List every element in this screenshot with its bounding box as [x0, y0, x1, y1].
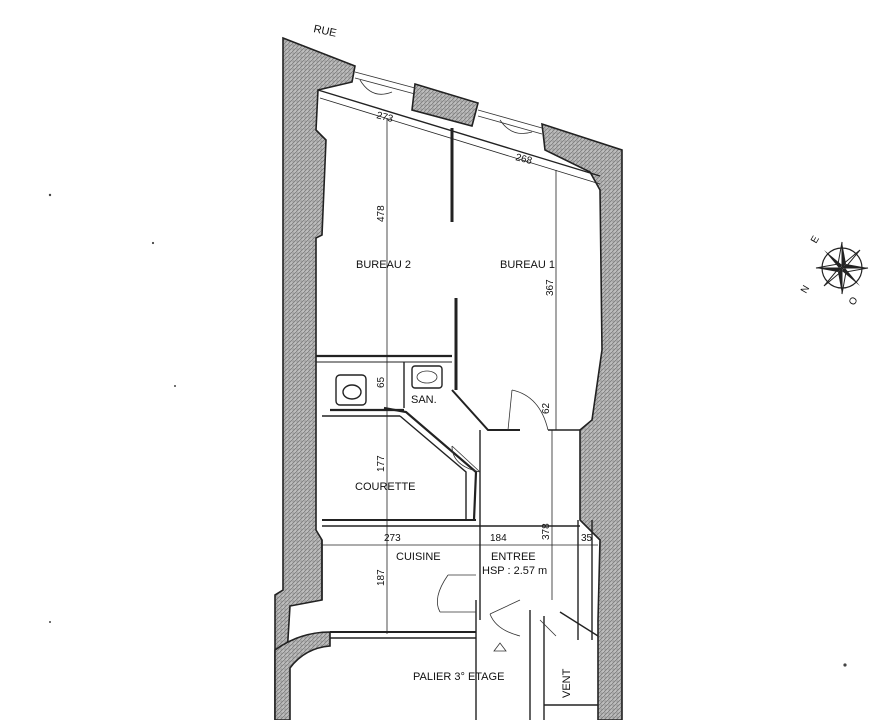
room-bureau-1: BUREAU 1: [500, 259, 555, 271]
room-bureau-2: BUREAU 2: [356, 259, 411, 271]
inner-facade: [317, 89, 601, 177]
street-label: RUE: [312, 23, 337, 40]
doors: [436, 389, 557, 637]
dim-san: 65: [376, 376, 387, 388]
dim-top-right: 268: [514, 152, 533, 167]
sanitary-fixtures: [335, 365, 443, 406]
exterior-walls: [274, 36, 623, 720]
compass-rose-icon: [815, 241, 869, 295]
dim-62: 62: [541, 402, 552, 414]
dim-bureau1-depth: 367: [545, 279, 556, 296]
room-vent: VENT: [561, 668, 573, 698]
dim-width-mid: 184: [490, 533, 507, 544]
room-entree: ENTREE: [491, 551, 536, 563]
room-courette: COURETTE: [355, 481, 416, 493]
room-palier: PALIER 3° ETAGE: [413, 671, 504, 683]
landing-marker-icon: [493, 642, 507, 652]
dim-cuisine-depth: 187: [376, 569, 387, 586]
dim-top-left: 273: [375, 110, 394, 125]
room-cuisine: CUISINE: [396, 551, 441, 563]
dim-entree-depth: 378: [541, 523, 552, 540]
compass-north-label: N: [799, 284, 812, 296]
scan-specks: [48, 193, 847, 667]
interior-walls: [316, 354, 599, 720]
bureau-partition: [450, 128, 458, 390]
compass-east-label: E: [809, 234, 822, 246]
dim-bureau2-depth: 478: [376, 205, 387, 222]
room-san: SAN.: [411, 394, 437, 406]
compass-west-label: O: [847, 295, 861, 307]
dim-35: 35: [581, 533, 593, 544]
ceiling-height: HSP : 2.57 m: [482, 565, 547, 577]
dimension-lines: [319, 97, 601, 634]
dim-width-left: 273: [384, 533, 401, 544]
dim-courette: 177: [376, 455, 387, 472]
windows: [354, 71, 543, 135]
